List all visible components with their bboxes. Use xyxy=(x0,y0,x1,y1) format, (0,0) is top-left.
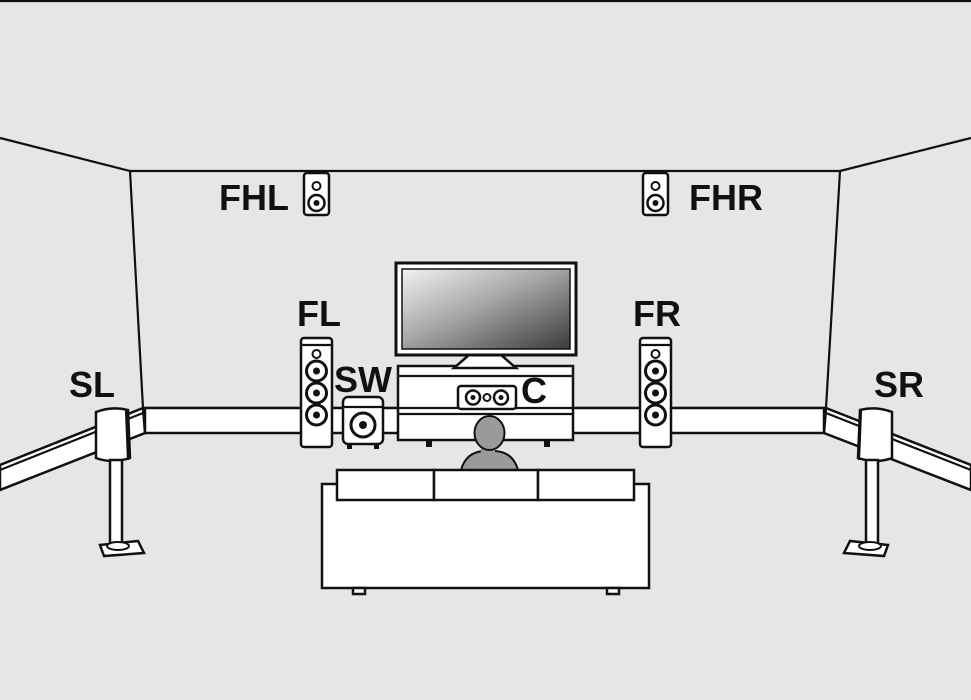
label-c: C xyxy=(521,370,547,411)
subwoofer xyxy=(341,395,385,449)
sl-speaker xyxy=(94,407,146,558)
sofa xyxy=(320,468,651,596)
label-fhl: FHL xyxy=(219,177,289,218)
label-sr: SR xyxy=(874,364,924,405)
fr-speaker xyxy=(638,336,673,449)
listener xyxy=(459,415,520,471)
sr-speaker xyxy=(842,407,894,558)
label-fl: FL xyxy=(297,293,341,334)
label-fr: FR xyxy=(633,293,681,334)
television xyxy=(394,261,578,370)
label-sw: SW xyxy=(334,359,392,400)
fhr-speaker xyxy=(641,171,670,217)
fl-speaker xyxy=(299,336,334,449)
fhl-speaker xyxy=(302,171,331,217)
label-sl: SL xyxy=(69,364,115,405)
label-fhr: FHR xyxy=(689,177,763,218)
center-speaker xyxy=(456,384,518,411)
